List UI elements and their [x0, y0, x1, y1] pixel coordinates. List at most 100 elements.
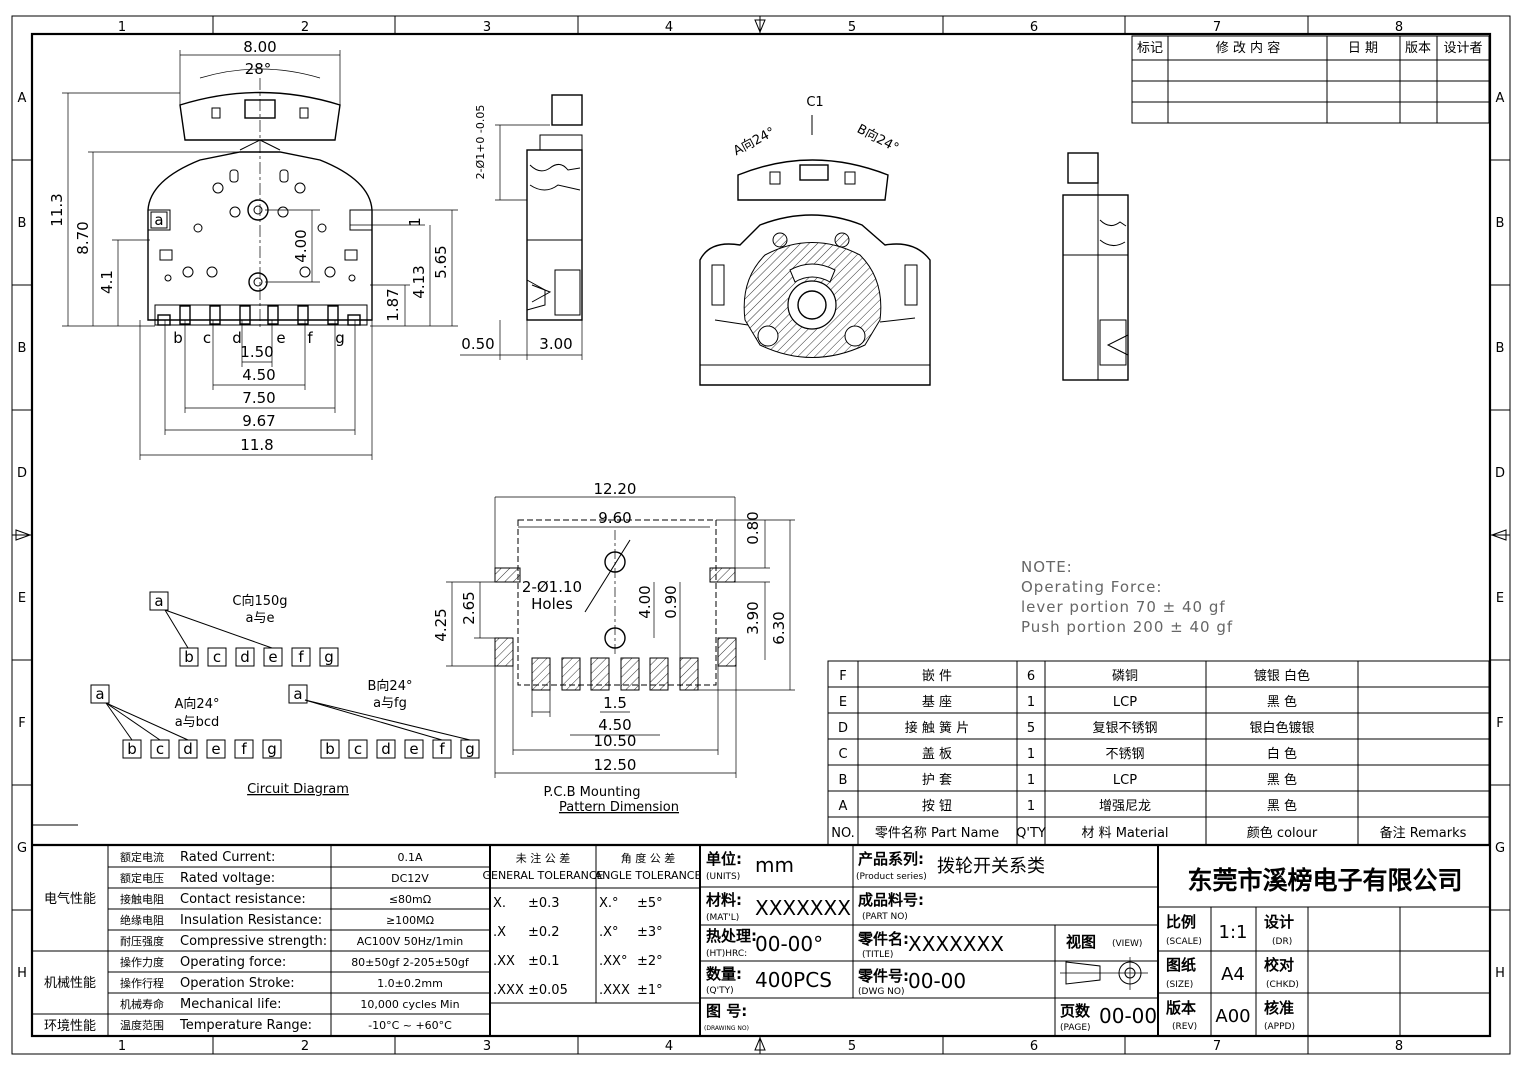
- scale-label-en: (SCALE): [1166, 937, 1202, 947]
- circuit-c-box-3: [263, 647, 283, 667]
- spec-row-4-en: Compressive strength:: [180, 934, 327, 949]
- spec-row-3-cn: 绝缘电阻: [120, 913, 164, 927]
- rev-value: A00: [1215, 1006, 1250, 1027]
- circuit-a-box-2: [178, 739, 198, 759]
- tol-row-2-col-1: ±0.1: [528, 954, 560, 969]
- zone-row-f: F: [18, 716, 25, 731]
- zone-row-h-right: H: [1495, 966, 1505, 981]
- spec-row-7-en: Mechanical life:: [180, 997, 281, 1012]
- bom-row-1-col-2: 1: [1027, 695, 1035, 710]
- circuit-b-box-2: [376, 739, 396, 759]
- zone-col-1-bottom: 1: [118, 1039, 126, 1054]
- circuit-b-box-1: [348, 739, 368, 759]
- bom-header-qty: Q'TY: [1016, 826, 1046, 841]
- dwg-no-label: 零件号:: [857, 967, 909, 985]
- rev-header-date: 日 期: [1348, 41, 1378, 56]
- zone-row-b: B: [18, 216, 27, 231]
- material-label-en: (MAT'L): [706, 913, 739, 923]
- bom-header-remarks: 备注 Remarks: [1380, 825, 1467, 841]
- tol-row-1-col-1: ±0.2: [528, 925, 560, 940]
- spec-row-5-en: Operating force:: [180, 955, 286, 970]
- size-value: A4: [1221, 964, 1245, 985]
- bom-row-5-col-3: 增强尼龙: [1099, 799, 1151, 814]
- circuit-a-box-0: [122, 739, 142, 759]
- pin-b-label: b: [173, 329, 183, 347]
- view-label-en: (VIEW): [1112, 939, 1142, 949]
- zone-col-5: 5: [848, 20, 856, 35]
- zone-col-2-bottom: 2: [301, 1039, 309, 1054]
- bom-row-5-col-1: 按 钮: [922, 799, 952, 814]
- qty-label-en: (Q'TY): [706, 986, 734, 996]
- spec-row-0-cn: 额定电流: [120, 850, 164, 864]
- circuit-a-sub: a与bcd: [175, 715, 220, 730]
- circuit-c-box-4: [291, 647, 311, 667]
- tol-general-cn: 未 注 公 差: [516, 851, 571, 865]
- dim-11-8: 11.8: [240, 436, 273, 454]
- bom-row-4-col-3: LCP: [1113, 773, 1137, 788]
- pin-f-label: f: [307, 329, 313, 347]
- spec-group-environment: 环境性能: [44, 1019, 96, 1034]
- tol-row-0-col-2: X.°: [599, 896, 619, 911]
- circuit-a-pad-a: a: [95, 685, 104, 703]
- bom-row-0-col-4: 镀银 白色: [1254, 668, 1310, 684]
- note-line-3: Push portion 200 ± 40 gf: [1021, 618, 1233, 636]
- circuit-b-box-0: [320, 739, 340, 759]
- zone-row-e-right: E: [1496, 591, 1504, 606]
- ht-value: 00-00°: [755, 932, 823, 956]
- circuit-b-box-5: [460, 739, 480, 759]
- pcb-dim-10-50: 10.50: [594, 732, 637, 750]
- pcb-dim-0-90: 0.90: [662, 585, 680, 618]
- circuit-b-pin-0: b: [325, 740, 335, 758]
- circuit-c-pad-a: a: [154, 592, 163, 610]
- tol-row-3-col-0: .XXX: [493, 983, 524, 998]
- zone-row-e: E: [18, 591, 26, 606]
- title-value: XXXXXXX: [908, 932, 1004, 956]
- zone-row-b2: B: [18, 341, 27, 356]
- spec-row-8-cn: 温度范围: [120, 1018, 164, 1032]
- qty-value: 400PCS: [755, 968, 832, 992]
- view-label: 视图: [1066, 933, 1096, 951]
- top-view-drawing: a b c d e f g: [48, 38, 458, 460]
- pin-c-label: c: [203, 329, 211, 347]
- dim-8-00: 8.00: [243, 38, 276, 56]
- dim-7-50: 7.50: [242, 389, 275, 407]
- page-label-en: (PAGE): [1060, 1023, 1091, 1033]
- bom-row-4-col-0: B: [839, 773, 848, 788]
- zone-row-a-right: A: [1496, 91, 1505, 106]
- zone-col-2: 2: [301, 20, 309, 35]
- right-side-view: [1062, 152, 1129, 381]
- chkd-label-en: (CHKD): [1266, 980, 1299, 990]
- drawing-frame: 1 2 3 4 5 6 7 8 1 2 3 4 5 6 7 8 A B B D …: [11, 15, 1511, 1055]
- bom-row-2-col-3: 复银不锈钢: [1092, 721, 1157, 736]
- chkd-label: 校对: [1264, 956, 1294, 974]
- dim-11-3: 11.3: [48, 193, 66, 226]
- spec-row-8-value: -10°C ~ +60°C: [368, 1019, 452, 1032]
- bom-row-1-col-3: LCP: [1113, 695, 1137, 710]
- spec-row-3-en: Insulation Resistance:: [180, 913, 322, 928]
- tol-row-2-col-3: ±2°: [637, 954, 663, 969]
- zone-col-8: 8: [1395, 20, 1403, 35]
- bom-header-part: 零件名称 Part Name: [875, 825, 999, 841]
- bom-row-1-col-1: 基 座: [922, 695, 952, 710]
- circuit-c-title: C向150g: [232, 593, 287, 609]
- pin-g-label: g: [335, 329, 345, 347]
- size-label: 图纸: [1166, 956, 1196, 974]
- spec-row-4-cn: 耐压强度: [120, 934, 164, 948]
- ht-label: 热处理:: [706, 927, 757, 945]
- pin-d-label: d: [232, 329, 242, 347]
- circuit-a-box-4: [234, 739, 254, 759]
- circuit-b-title: B向24°: [368, 678, 413, 694]
- bom-row-3-col-1: 盖 板: [922, 747, 952, 762]
- rev-header-mark: 标记: [1137, 41, 1163, 56]
- title-label-en: (TITLE): [862, 950, 893, 960]
- zone-col-5-bottom: 5: [848, 1039, 856, 1054]
- circuit-a-pin-3: e: [211, 740, 220, 758]
- bom-row-0-col-0: F: [839, 669, 846, 684]
- circuit-c-box-1: [207, 647, 227, 667]
- series-value: 拨轮开关系类: [937, 856, 1045, 877]
- note-title: NOTE:: [1021, 558, 1073, 576]
- pcb-dim-4-50: 4.50: [598, 716, 631, 734]
- spec-row-5-value: 80±50gf 2-205±50gf: [351, 956, 470, 969]
- drawing-no-label: 图 号:: [706, 1002, 747, 1020]
